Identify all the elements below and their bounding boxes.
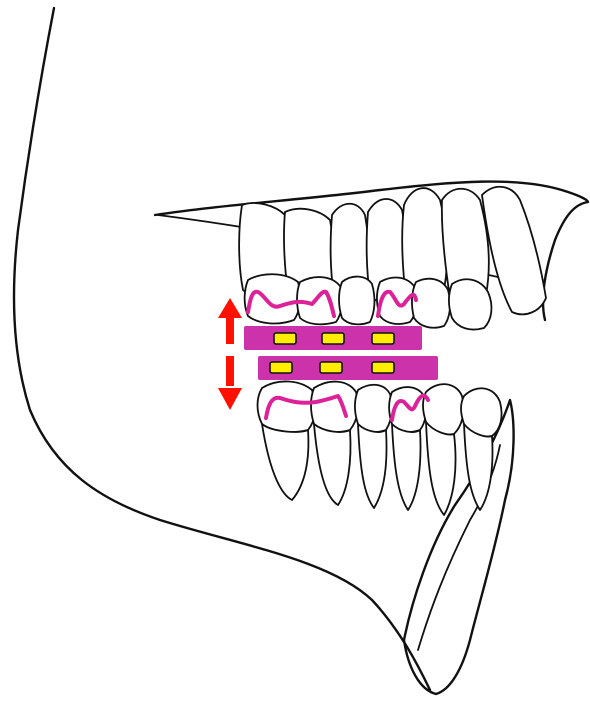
lower-molar-crown-1	[258, 381, 316, 432]
upper-teeth	[239, 187, 546, 330]
upper-canine-crown	[412, 279, 450, 328]
upper-pad-1	[274, 333, 296, 344]
lower-molar-crown-2	[311, 382, 358, 432]
lower-incisor-root	[464, 424, 493, 510]
upper-incisor-crown	[449, 279, 491, 329]
upper-premolar-crown-1	[339, 277, 374, 325]
upper-molar-crown-1	[245, 274, 300, 323]
lower-bite-plate	[258, 356, 438, 380]
lower-pad-2	[320, 362, 342, 373]
lower-pad-3	[372, 362, 394, 373]
upper-pad-3	[372, 333, 394, 344]
upper-bite-plate	[244, 326, 422, 350]
lower-molar-root-1	[262, 424, 308, 500]
lower-molar-root-2	[314, 424, 351, 505]
lower-premolar-root-1	[358, 424, 387, 508]
lower-premolar-crown-1	[355, 385, 392, 432]
upper-pad-2	[322, 333, 344, 344]
lower-premolar-root-2	[392, 424, 421, 510]
arrow-down-icon	[218, 356, 242, 410]
upper-incisor-central	[482, 187, 546, 315]
lower-pad-1	[270, 362, 292, 373]
lower-canine-root	[426, 422, 456, 515]
arrow-up-icon	[218, 298, 242, 344]
